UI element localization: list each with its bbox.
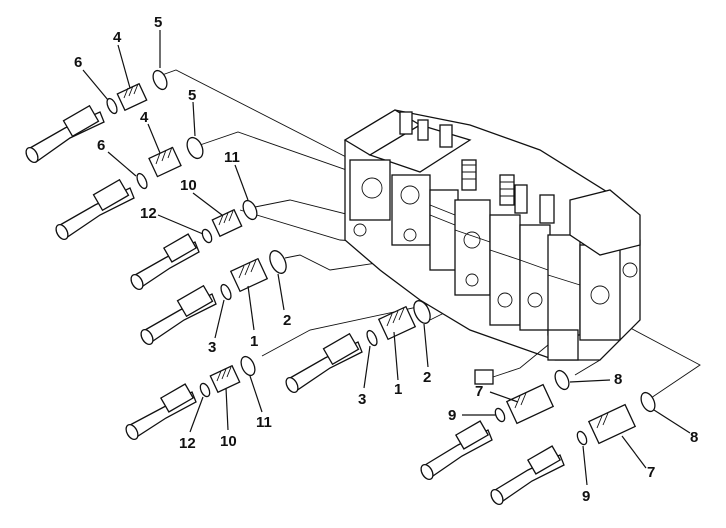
o-ring-2b [413,300,431,324]
o-ring-9a [494,407,506,423]
hose-fitting-2 [55,178,135,241]
callout-label: 12 [140,205,157,222]
callout-label: 10 [180,177,197,194]
o-ring-11a [242,199,258,221]
callout-label: 12 [179,435,196,452]
callout-label: 6 [97,137,105,154]
o-ring-12a [201,228,213,244]
callout-label: 3 [358,391,366,408]
assembly-row-8 [490,391,656,506]
hose-fitting-7 [420,420,493,481]
o-ring-5b [186,136,204,160]
o-ring-5a [152,69,168,91]
callout-label: 8 [690,429,698,446]
callout-labels: 5 4 6 5 4 6 11 10 12 2 1 3 3 1 2 12 10 1… [74,14,698,505]
assembly-row-7 [420,369,570,481]
callout-label: 9 [448,407,456,424]
connector-7a [505,383,555,425]
connector-7b [587,403,637,445]
assembly-row-2 [55,136,204,241]
callout-label: 5 [154,14,162,31]
connector-4a [116,82,148,112]
assembly-row-6 [125,355,256,441]
assembly-row-3 [130,199,258,291]
assembly-row-1 [25,69,168,164]
callout-label: 4 [113,29,122,46]
o-ring-9b [576,430,588,446]
callout-label: 4 [140,109,149,126]
o-ring-11b [240,355,256,377]
connector-10a [211,208,243,238]
callout-label: 10 [220,433,237,450]
o-ring-8b [640,391,656,413]
callout-label: 11 [224,149,240,166]
callout-label: 2 [423,369,431,386]
connector-1a [229,257,269,293]
callout-label: 1 [394,381,402,398]
callout-label: 2 [283,312,291,329]
connector-1b [377,305,417,341]
control-valve-block [343,109,641,385]
hose-fitting-4 [140,284,217,346]
callout-label: 9 [582,488,590,505]
o-ring-2a [269,250,287,274]
o-ring-8a [554,369,570,391]
callout-label: 3 [208,339,216,356]
assembly-row-5 [285,300,431,394]
callout-label: 6 [74,54,82,71]
hose-fitting-8 [490,445,565,506]
callout-label: 7 [475,383,483,400]
o-ring-6b [136,172,148,190]
hose-fitting-6 [125,383,197,441]
assembly-row-4 [140,250,287,346]
hose-fitting-3 [130,233,200,291]
callout-label: 1 [250,333,258,350]
o-ring-3a [220,283,232,301]
o-ring-3b [366,329,378,347]
o-ring-6a [106,97,118,115]
hose-fitting-1 [25,104,105,164]
callout-label: 7 [647,464,655,481]
connector-10b [209,364,241,394]
o-ring-12b [199,382,211,398]
callout-label: 11 [256,414,272,431]
connector-4b [148,146,182,178]
callout-label: 8 [614,371,622,388]
hose-fitting-5 [285,332,363,394]
callout-leaders [82,30,691,486]
callout-label: 5 [188,87,196,104]
